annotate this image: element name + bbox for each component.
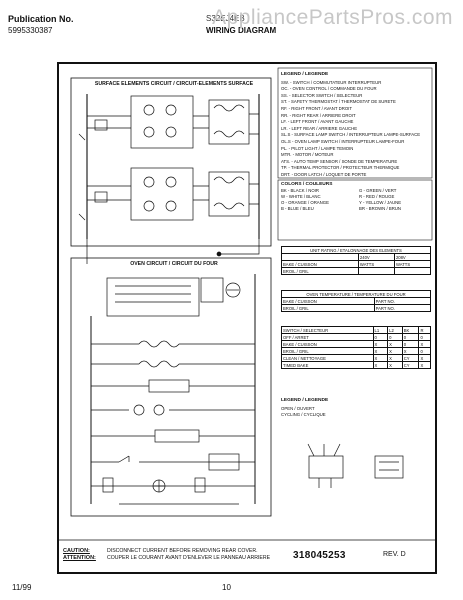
legend-item: LR. - LEFT REAR / ARRIERE GAUCHE: [281, 125, 358, 131]
table-header: R: [418, 326, 431, 334]
table-header: SWITCH / SELECTEUR: [281, 326, 374, 334]
color-item: B - BLUE / BLEU: [281, 206, 314, 211]
publication-block: Publication No. 5995330387: [8, 14, 74, 36]
publication-number: 5995330387: [8, 26, 53, 35]
legend2-item: OPEN / OUVERT: [281, 405, 315, 411]
table-header: L2: [387, 326, 403, 334]
oven-temp-title: OVEN TEMPERATURE / TEMPERATURE DU FOUR: [281, 290, 431, 298]
oven-temperature-table: OVEN TEMPERATURE / TEMPERATURE DU FOUR B…: [281, 290, 432, 312]
legend-item: SS. - SELECTOR SWITCH / SELECTEUR: [281, 92, 363, 98]
model-number: S32EJ4EB: [206, 14, 245, 23]
caution-labels: CAUTION: ATTENTION:: [63, 548, 96, 562]
color-item: G - GREEN / VERT: [359, 188, 397, 193]
table-header: [281, 253, 359, 261]
legend-item: RR. - RIGHT REAR / ARRIERE DROIT: [281, 112, 356, 118]
color-item: W - WHITE / BLANC: [281, 194, 321, 199]
legend-item: DRT. - DOOR LATCH / LOQUET DE PORTE: [281, 171, 367, 177]
surface-circuit-title: SURFACE ELEMENTS CIRCUIT / CIRCUIT-ELEME…: [94, 81, 254, 87]
unit-rating-table: UNIT RATING / ETALONNAGE DES ELEMENTS 24…: [281, 246, 432, 275]
diagram-part-number: 318045253: [293, 550, 346, 561]
oven-control-board: [106, 277, 200, 317]
table-row: BROIL / GRIL PART NO.: [281, 304, 432, 312]
wiring-schematic: [59, 67, 435, 541]
watermark: AppliancePartsPros.com: [212, 6, 453, 29]
legend-item: TP. - THERMAL PROTECTOR / PROTECTEUR THE…: [281, 165, 400, 171]
attention-text: COUPER LE COURANT AVANT D'ENLEVER LE PAN…: [107, 555, 271, 561]
legend-open-cycling: LEGEND / LEGENDE OPEN / OUVERT CYCLING /…: [281, 398, 431, 419]
footer-date: 11/99: [12, 583, 32, 592]
legend-item: MTR. - MOTOR / MOTEUR: [281, 152, 334, 158]
colors-block: COLORS / COULEURS BK - BLACK / NOIR G - …: [281, 182, 431, 212]
color-item: R - RED / ROUGE: [359, 194, 395, 199]
color-item: O - ORANGE / ORANGE: [281, 200, 329, 205]
oven-circuit-frame: [70, 257, 272, 517]
table-header: L1: [372, 326, 389, 334]
legend2-title: LEGEND / LEGENDE: [281, 398, 329, 403]
page-title: WIRING DIAGRAM: [206, 26, 277, 35]
table-header: 208V: [393, 253, 432, 261]
table-header: BK: [401, 326, 420, 334]
legend-item: ST. - SAFETY THERMOSTAT / THERMOSTAT DE …: [281, 99, 396, 105]
publication-label: Publication No.: [8, 14, 74, 24]
wiring-diagram-sheet: SURFACE ELEMENTS CIRCUIT / CIRCUIT-ELEME…: [57, 62, 437, 574]
legend-item: LF. - LEFT FRONT / AVANT GAUCHE: [281, 119, 354, 125]
legend-item: ATS. - AUTO TEMP SENSOR / SONDE DE TEMPE…: [281, 158, 398, 164]
caution-text-block: DISCONNECT CURRENT BEFORE REMOVING REAR …: [107, 548, 270, 562]
color-item: Y - YELLOW / JAUNE: [359, 200, 402, 205]
legend-item: SW. - SWITCH / COMMUTATEUR INTERRUPTEUR: [281, 79, 382, 85]
unit-rating-title: UNIT RATING / ETALONNAGE DES ELEMENTS: [281, 246, 431, 254]
legend-item: OC. - OVEN CONTROL / COMMANDE DU FOUR: [281, 86, 377, 92]
table-row: BAKE / CUISSON WATTS WATTS: [281, 260, 432, 268]
color-item: BR - BROWN / BRUN: [359, 206, 402, 211]
page-number: 10: [222, 583, 231, 592]
legend-item: RF. - RIGHT FRONT / AVANT DROIT: [281, 105, 352, 111]
colors-title: COLORS / COULEURS: [281, 182, 333, 187]
oven-circuit-title: OVEN CIRCUIT / CIRCUIT DU FOUR: [130, 261, 218, 267]
legend-title: LEGEND / LEGENDE: [281, 72, 329, 77]
surface-circuit-frame: [70, 77, 272, 247]
revision-label: REV. D: [383, 551, 406, 558]
color-item: BK - BLACK / NOIR: [281, 188, 319, 193]
caution-label: CAUTION:: [63, 548, 90, 554]
table-header: 240V: [357, 253, 395, 261]
legend-item: PL. - PILOT LIGHT / LAMPE TEMOIN: [281, 145, 354, 151]
attention-label: ATTENTION:: [63, 555, 96, 561]
table-row: BAKE / CUISSON PART NO.: [281, 297, 432, 305]
legend-block: LEGEND / LEGENDE SW. - SWITCH / COMMUTAT…: [281, 72, 431, 179]
caution-text: DISCONNECT CURRENT BEFORE REMOVING REAR …: [107, 548, 258, 554]
legend2-item: CYCLING / CYCLIQUE: [281, 412, 326, 418]
table-row: BROIL / GRIL: [281, 267, 432, 275]
legend-item: SL.S - SURFACE LAMP SWITCH / INTERRUPTEU…: [281, 132, 421, 138]
switch-position-table: SWITCH / SELECTEUR L1 L2 BK R OFF / ARRE…: [281, 326, 431, 369]
legend-item: OL.S - OVEN LAMP SWITCH / INTERRUPTEUR L…: [281, 138, 405, 144]
